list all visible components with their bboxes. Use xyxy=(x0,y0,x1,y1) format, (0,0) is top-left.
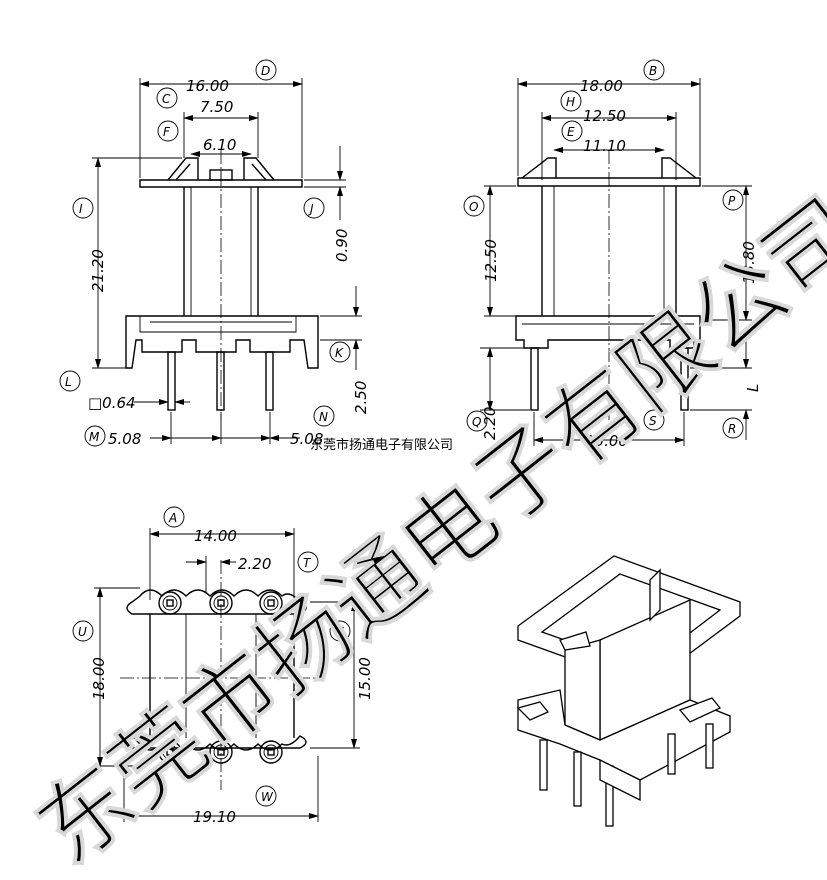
dim-i-value: 21.20 xyxy=(89,249,107,292)
watermark-small: 东莞市扬通电子有限公司 xyxy=(310,437,453,453)
isometric-view xyxy=(516,555,741,827)
dim-p-value: 13.80 xyxy=(740,241,758,284)
label-t: T xyxy=(303,556,312,570)
label-e: E xyxy=(567,125,575,139)
label-a: A xyxy=(168,511,177,525)
dim-pin-size: □0.64 xyxy=(88,394,136,412)
watermark: 东莞市扬通电子有限公司 东莞市扬通电子有限公司 xyxy=(17,177,827,880)
watermark-big: 东莞市扬通电子有限公司 xyxy=(18,178,827,880)
side-view: 18.00 B 12.50 H 11.10 E 12.50 O 13.80 P … xyxy=(463,59,762,450)
label-n: N xyxy=(319,410,328,424)
label-m: M xyxy=(89,430,100,444)
dim-l-value: L xyxy=(744,384,762,392)
label-b: B xyxy=(649,64,657,78)
dim-c-value: 7.50 xyxy=(200,98,233,116)
label-j: J xyxy=(308,202,314,216)
dim-j-value: 0.90 xyxy=(333,229,351,262)
dim-o-value: 12.50 xyxy=(482,239,500,282)
dim-d-value: 16.00 xyxy=(186,77,229,95)
label-q: Q xyxy=(472,415,481,429)
dim-v-value: 15.00 xyxy=(356,657,374,700)
label-o: O xyxy=(469,200,478,214)
label-l: L xyxy=(65,375,72,389)
label-p: P xyxy=(728,194,736,208)
front-view: 16.00 D 7.50 C 6.10 F 21.20 I 0.90 J 2.5… xyxy=(59,59,370,448)
label-h: H xyxy=(566,95,575,109)
dim-u-value: 18.00 xyxy=(90,657,108,700)
dim-k-value: 2.50 xyxy=(352,381,370,414)
dim-n-value: 5.08 xyxy=(290,430,323,448)
bottom-view: 14.00 A 2.20 T 18.00 U 15.00 V 19.10 W xyxy=(72,506,374,826)
label-k: K xyxy=(335,346,344,360)
label-w: W xyxy=(261,790,274,804)
label-c: C xyxy=(162,92,171,106)
dim-e-value: 11.10 xyxy=(583,137,626,155)
label-u: U xyxy=(78,625,87,639)
dim-w-value: 19.10 xyxy=(193,808,236,826)
dim-t-value: 2.20 xyxy=(238,555,271,573)
dim-h-value: 12.50 xyxy=(583,107,626,125)
label-s: S xyxy=(649,414,657,428)
dim-a-value: 14.00 xyxy=(194,527,237,545)
label-r: R xyxy=(728,422,736,436)
pin-row-bottom xyxy=(158,740,283,764)
dim-s-value: 15.00 xyxy=(585,432,628,450)
label-v: V xyxy=(335,625,344,639)
label-f: F xyxy=(163,125,171,139)
label-d: D xyxy=(261,64,270,78)
dim-b-value: 18.00 xyxy=(580,77,623,95)
pin-row-top xyxy=(158,591,283,615)
dim-f-value: 6.10 xyxy=(203,136,236,154)
dim-m-value: 5.08 xyxy=(108,430,141,448)
label-i: I xyxy=(79,202,83,216)
